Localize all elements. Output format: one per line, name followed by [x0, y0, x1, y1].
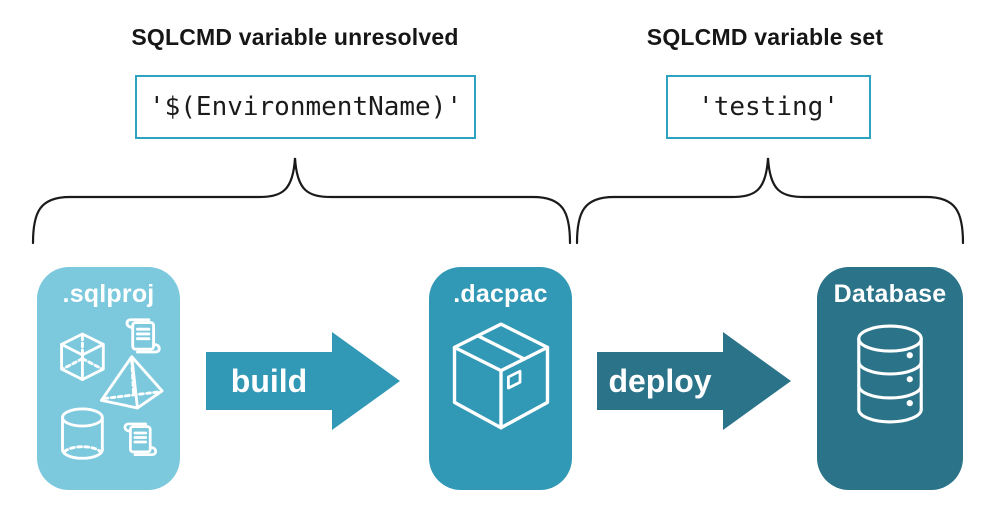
right-heading: SQLCMD variable set	[646, 24, 884, 50]
left-heading: SQLCMD variable unresolved	[131, 24, 459, 50]
left-brace-icon	[31, 157, 572, 245]
deploy-arrow-shape	[597, 332, 791, 430]
stage-card-sqlproj: .sqlproj	[37, 267, 180, 490]
right-brace-icon	[575, 157, 965, 245]
stage-card-dacpac: .dacpac	[429, 267, 572, 490]
build-arrow	[206, 332, 400, 430]
database-icon	[857, 324, 923, 424]
sql-objects-icon	[59, 318, 164, 460]
stage-label-database: Database	[833, 280, 947, 308]
stage-label-dacpac: .dacpac	[453, 280, 548, 308]
set-variable-code-box: 'testing'	[666, 75, 871, 139]
stage-label-sqlproj: .sqlproj	[62, 280, 155, 308]
package-icon	[452, 322, 549, 430]
unresolved-variable-code-box: '$(EnvironmentName)'	[135, 75, 476, 139]
build-arrow-shape	[206, 332, 400, 430]
set-variable-code: 'testing'	[698, 92, 839, 122]
stage-card-database: Database	[817, 267, 963, 490]
unresolved-variable-code: '$(EnvironmentName)'	[148, 92, 463, 122]
deploy-arrow	[597, 332, 791, 430]
deploy-arrow-label: deploy	[608, 362, 712, 399]
build-arrow-label: build	[230, 362, 308, 399]
